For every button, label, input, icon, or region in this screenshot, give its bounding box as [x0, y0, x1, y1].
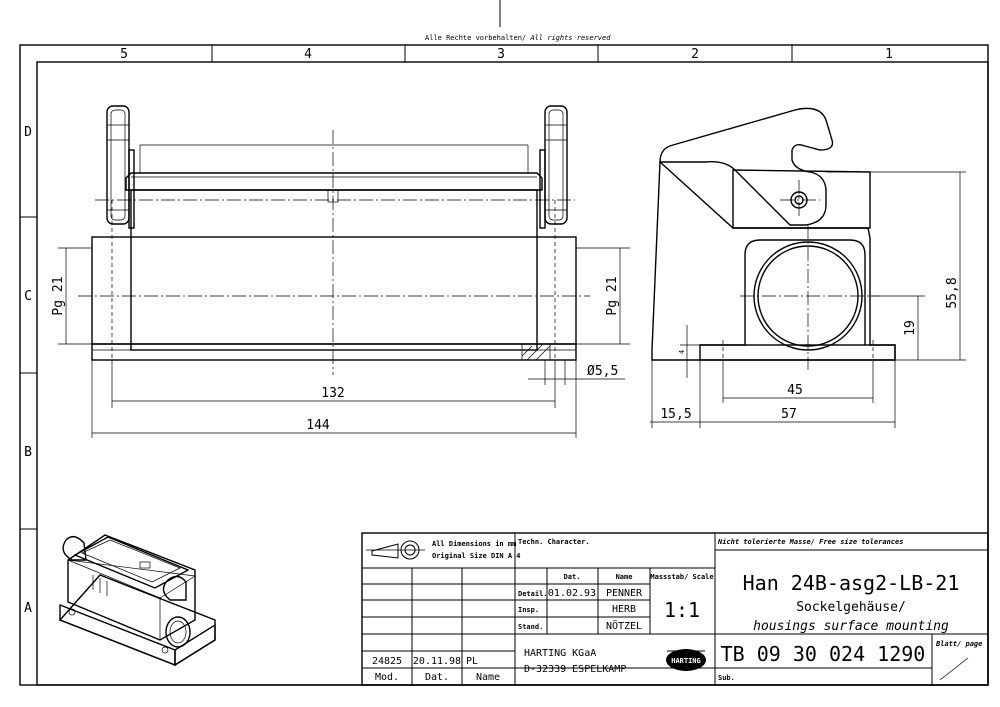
dim-hole-dia: Ø5,5	[587, 364, 618, 379]
isometric-view	[58, 534, 216, 667]
dim-4: 4	[678, 350, 686, 354]
column-label: 1	[885, 47, 893, 62]
header-name: Name	[616, 573, 633, 581]
svg-text:HARTING: HARTING	[671, 657, 701, 665]
row-label: A	[24, 601, 32, 616]
detail-date: 01.02.93	[548, 588, 596, 599]
row-detail-label: Detail.	[518, 590, 548, 598]
column-label: 3	[497, 47, 505, 62]
scale-value: 1:1	[664, 598, 700, 622]
dim-15-5: 15,5	[660, 407, 691, 422]
projection-symbol-icon	[366, 540, 425, 560]
dim-144: 144	[306, 418, 330, 433]
part-number: TB 09 30 024 1290	[721, 642, 926, 666]
title-block: All Dimensions in mm Original Size DIN A…	[361, 532, 989, 686]
side-view: 55,8 19 4 45 57 15,5	[650, 107, 966, 428]
row-stand-label: Stand.	[518, 623, 543, 631]
dim-pg-right: Pg 21	[605, 276, 620, 315]
tolerance-note: Nicht tolerierte Masse/ Free size tolera…	[717, 538, 903, 546]
header-scale: Massstab/ Scale	[650, 573, 713, 581]
row-label: C	[24, 289, 32, 304]
row-zones: D C B A	[20, 125, 37, 616]
dim-pg-left: Pg 21	[51, 276, 66, 315]
column-label: 4	[304, 47, 312, 62]
column-zones: 5 4 3 2 1	[120, 45, 893, 62]
column-label: 2	[691, 47, 699, 62]
insp-name: HERB	[612, 604, 636, 615]
dim-57: 57	[781, 407, 797, 422]
revision-col-mod: Mod.	[375, 672, 399, 683]
subtitle-en: housings surface mounting	[753, 619, 949, 634]
dim-55-8: 55,8	[945, 277, 960, 308]
front-view: Pg 21 Pg 21 132 144 Ø5,5	[51, 105, 630, 438]
stand-name: NÖTZEL	[606, 619, 642, 632]
drawing-title: Han 24B-asg2-LB-21	[743, 571, 960, 595]
dims-note-2: Original Size DIN A 4	[432, 552, 521, 560]
header-date: Dat.	[564, 573, 581, 581]
harting-logo-icon: HARTING	[666, 649, 706, 671]
dims-note-1: All Dimensions in mm	[432, 540, 516, 548]
dim-19: 19	[903, 320, 918, 336]
company-address: D-32339 ESPELKAMP	[524, 664, 626, 675]
techn-character-label: Techn. Character.	[518, 538, 590, 546]
detail-name: PENNER	[606, 588, 643, 599]
row-label: B	[24, 445, 32, 460]
revision-mod: 24825	[372, 656, 402, 667]
subtitle-de: Sockelgehäuse/	[796, 600, 906, 615]
rights-notice: Alle Rechte vorbehalten/ All rights rese…	[425, 34, 611, 42]
sub-label: Sub.	[718, 674, 735, 682]
revision-col-date: Dat.	[425, 672, 449, 683]
revision-date: 20.11.98	[413, 656, 461, 667]
dim-45: 45	[787, 383, 803, 398]
company-name: HARTING KGaA	[524, 648, 596, 659]
revision-name: PL	[466, 656, 478, 667]
revision-col-name: Name	[476, 672, 500, 683]
sheet-label: Blatt/ page	[935, 640, 982, 648]
row-label: D	[24, 125, 32, 140]
dim-132: 132	[321, 386, 344, 401]
column-label: 5	[120, 47, 128, 62]
row-insp-label: Insp.	[518, 606, 539, 614]
